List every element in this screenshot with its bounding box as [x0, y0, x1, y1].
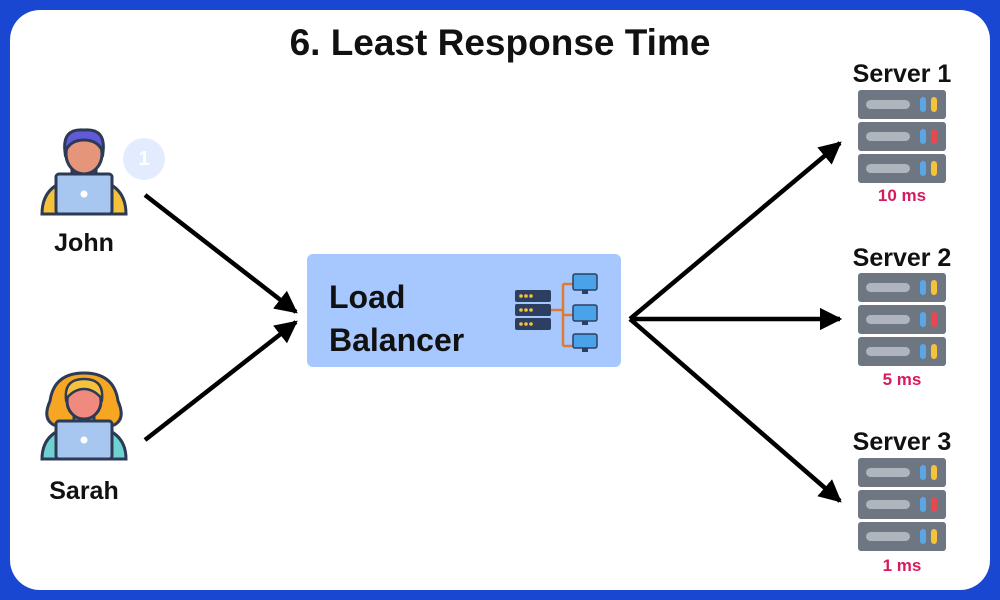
- user-name-sarah: Sarah: [49, 477, 119, 505]
- load-balancer-line2: Balancer: [329, 322, 465, 358]
- response-time-server-2: 5 ms: [882, 370, 922, 389]
- sarah-avatar-icon: [40, 371, 128, 461]
- network-topology-icon: [515, 273, 598, 352]
- arrow-lb-to-server3: [628, 317, 842, 503]
- load-balancer-line1: Load: [329, 279, 406, 315]
- server-name-1: Server 1: [852, 60, 952, 88]
- server-rack-icon: [858, 90, 946, 183]
- server-name-3: Server 3: [852, 428, 952, 456]
- response-time-server-1: 10 ms: [877, 186, 927, 205]
- server-rack-icon: [858, 273, 946, 366]
- step-badge: 1: [123, 138, 165, 180]
- rack-unit: [858, 90, 946, 119]
- user-name-john: John: [54, 229, 114, 257]
- john-avatar-icon: [40, 128, 128, 216]
- response-time-server-3: 1 ms: [882, 556, 922, 575]
- load-balancer-box: Load Balancer: [307, 254, 621, 367]
- arrow-lb-to-server1: [628, 141, 842, 321]
- server-name-2: Server 2: [852, 244, 952, 272]
- load-balancer-label: Load Balancer: [329, 276, 499, 362]
- arrow-john-to-lb: [143, 193, 298, 314]
- arrow-sarah-to-lb: [143, 320, 298, 442]
- server-rack-icon: [858, 458, 946, 551]
- diagram-title: 6. Least Response Time: [289, 22, 711, 63]
